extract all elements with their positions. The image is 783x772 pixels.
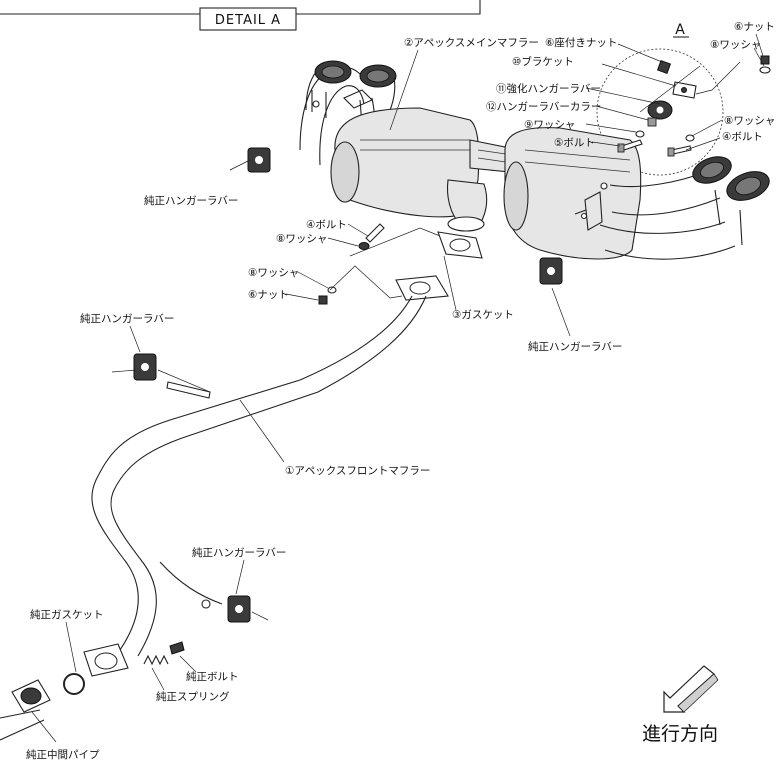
detail-a-circle: A	[596, 22, 724, 176]
label-washer-mid: ⑧ワッシャ	[276, 233, 327, 245]
label-washer-low: ⑧ワッシャ	[248, 267, 299, 279]
label-washer-a1: ⑨ワッシャ	[524, 119, 575, 131]
label-nut-top: ⑥ナット	[734, 21, 775, 33]
label-rubber-collar: ⑫ハンガーラバーカラー	[486, 101, 601, 113]
label-oem-bolt: 純正ボルト	[186, 670, 239, 683]
main-muffler	[299, 60, 770, 260]
detail-a-parts	[617, 55, 771, 157]
label-bracket: ⑩ブラケット	[512, 55, 574, 68]
label-washer-a2: ⑧ワッシャ	[724, 115, 775, 127]
labels: ②アペックスメインマフラー ⑥座付きナット ⑩ブラケット ⑪強化ハンガーラバー …	[26, 21, 775, 761]
oem-hanger-rubber-right	[539, 257, 563, 285]
label-front-muffler: ①アペックスフロントマフラー	[285, 465, 430, 477]
direction-label: 進行方向	[642, 723, 718, 745]
front-muffler-pipe	[83, 295, 427, 677]
label-washer-top: ⑧ワッシャ	[710, 39, 761, 51]
leader-lines	[31, 33, 765, 743]
oem-spring-bolt	[143, 641, 185, 666]
label-oem-rubber-bottom: 純正ハンガーラバー	[192, 546, 286, 559]
gasket-and-flange	[395, 231, 483, 301]
detail-a-title: DETAIL A	[215, 13, 281, 28]
oem-hanger-rubber-bottom	[227, 595, 269, 623]
label-gasket: ③ガスケット	[452, 309, 514, 321]
direction-arrow-icon	[663, 665, 719, 713]
label-seat-nut: ⑥座付きナット	[545, 36, 617, 49]
label-reinforced-rubber: ⑪強化ハンガーラバー	[496, 82, 601, 95]
label-bolt-mid: ④ボルト	[306, 219, 347, 231]
label-oem-rubber-right: 純正ハンガーラバー	[528, 340, 622, 353]
label-oem-rubber-top-left: 純正ハンガーラバー	[144, 194, 238, 207]
mid-fasteners	[318, 223, 385, 305]
label-main-muffler: ②アペックスメインマフラー	[404, 37, 539, 49]
oem-mid-pipe	[0, 679, 51, 741]
label-oem-spring: 純正スプリング	[156, 690, 230, 703]
label-oem-mid-pipe: 純正中間パイプ	[26, 748, 100, 761]
oem-hanger-rubber-left-mid	[111, 353, 211, 399]
label-oem-rubber-left-mid: 純正ハンガーラバー	[80, 312, 174, 325]
label-oem-gasket: 純正ガスケット	[30, 608, 104, 621]
detail-a-marker: A	[675, 22, 685, 38]
label-nut-low: ⑥ナット	[248, 289, 289, 301]
detail-a-box: DETAIL A	[0, 0, 481, 31]
oem-gasket-ring	[63, 673, 85, 695]
oem-hanger-rubber-top-left	[229, 147, 271, 173]
label-bolt-a1: ⑤ボルト	[554, 137, 595, 149]
label-bolt-a2: ④ボルト	[722, 131, 763, 143]
